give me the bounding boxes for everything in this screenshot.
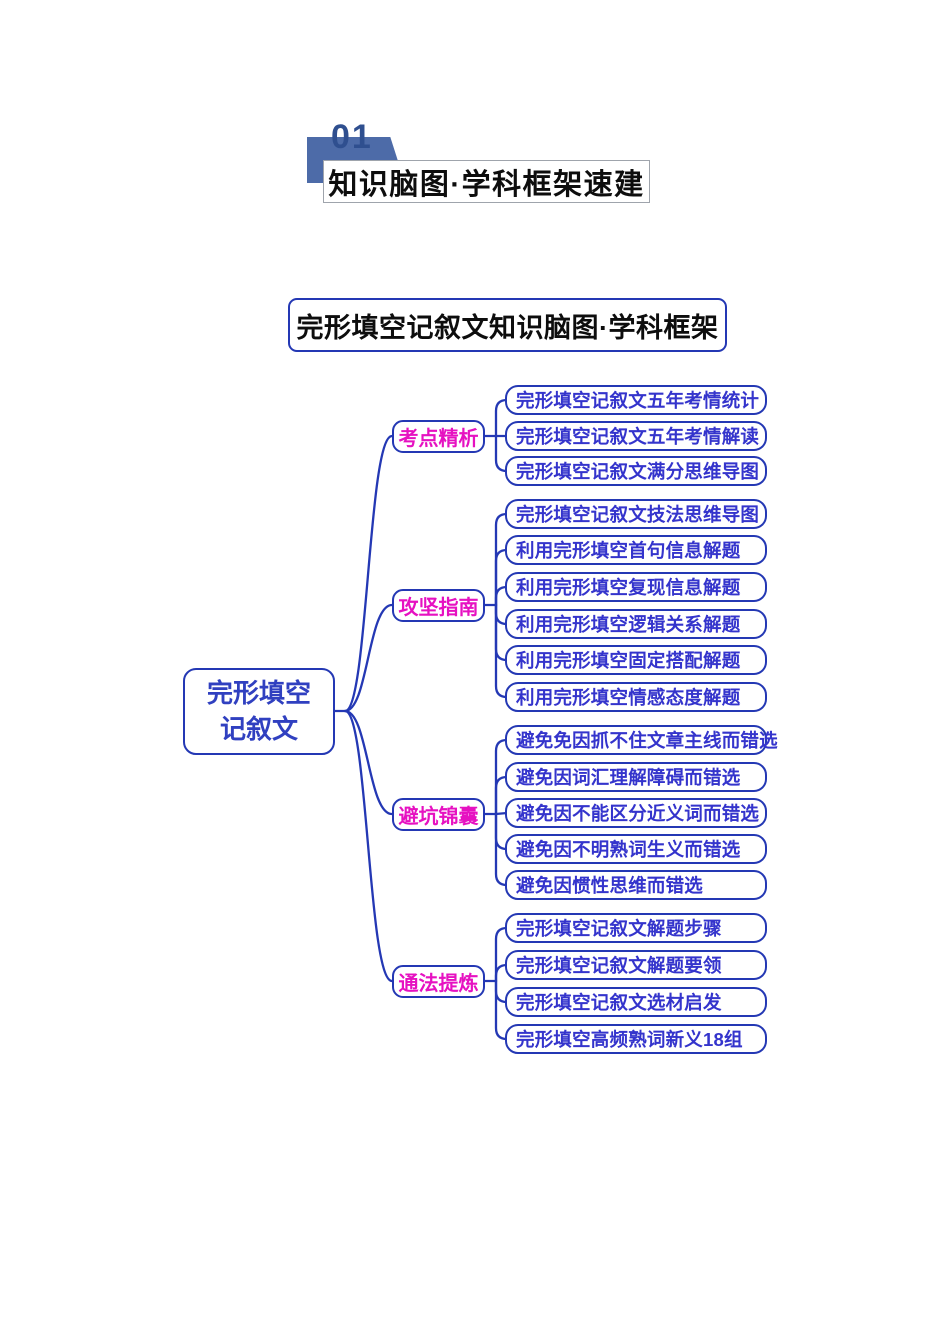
section-title-box: 知识脑图·学科框架速建: [323, 160, 650, 203]
leaf-node-label: 完形填空高频熟词新义18组: [516, 1029, 743, 1050]
leaf-node: 避免因不明熟词生义而错选: [505, 834, 767, 864]
branch-node-label: 避坑锦囊: [398, 805, 479, 828]
leaf-node-label: 完形填空记叙文五年考情解读: [516, 426, 760, 447]
diagram-title: 完形填空记叙文知识脑图·学科框架: [296, 312, 719, 343]
root-node-label: 完形填空 记叙文: [206, 678, 311, 744]
leaf-node-label: 完形填空记叙文满分思维导图: [516, 461, 760, 482]
leaf-node-label: 完形填空记叙文解题要领: [516, 955, 722, 976]
leaf-node: 完形填空记叙文解题步骤: [505, 913, 767, 943]
leaf-node: 避免免因抓不住文章主线而错选: [505, 725, 778, 755]
leaf-node: 避免因不能区分近义词而错选: [505, 798, 767, 828]
leaf-node-label: 完形填空记叙文解题步骤: [516, 918, 722, 939]
leaf-node: 避免因词汇理解障碍而错选: [505, 762, 767, 792]
leaf-node-label: 利用完形填空情感态度解题: [516, 687, 741, 708]
leaf-node: 完形填空记叙文五年考情统计: [505, 385, 767, 415]
leaf-node: 利用完形填空固定搭配解题: [505, 645, 767, 675]
leaf-node-label: 利用完形填空复现信息解题: [516, 577, 741, 598]
leaf-node: 完形填空记叙文五年考情解读: [505, 421, 767, 451]
leaf-node-label: 利用完形填空逻辑关系解题: [516, 614, 741, 635]
section-title: 知识脑图·学科框架速建: [328, 168, 645, 201]
leaf-node: 利用完形填空复现信息解题: [505, 572, 767, 602]
leaf-node: 完形填空记叙文解题要领: [505, 950, 767, 980]
diagram-title-box: 完形填空记叙文知识脑图·学科框架: [288, 298, 727, 352]
leaf-node-label: 避免免因抓不住文章主线而错选: [516, 730, 778, 751]
branch-node: 攻坚指南: [392, 588, 485, 622]
leaf-node-label: 利用完形填空首句信息解题: [516, 540, 741, 561]
leaf-node-label: 避免因惯性思维而错选: [516, 875, 704, 896]
leaf-node-label: 避免因不能区分近义词而错选: [516, 803, 760, 824]
leaf-node: 利用完形填空逻辑关系解题: [505, 609, 767, 639]
root-node: 完形填空 记叙文: [183, 668, 335, 755]
leaf-node: 完形填空记叙文选材启发: [505, 987, 767, 1017]
leaf-node: 完形填空记叙文技法思维导图: [505, 499, 767, 529]
leaf-node-label: 利用完形填空固定搭配解题: [516, 650, 741, 671]
branch-node-label: 通法提炼: [398, 972, 479, 995]
leaf-node-label: 避免因词汇理解障碍而错选: [516, 767, 741, 788]
leaf-node-label: 完形填空记叙文选材启发: [516, 992, 722, 1013]
leaf-node-label: 完形填空记叙文技法思维导图: [516, 504, 760, 525]
leaf-node: 避免因惯性思维而错选: [505, 870, 767, 900]
branch-node-label: 攻坚指南: [398, 596, 479, 619]
leaf-node: 利用完形填空情感态度解题: [505, 682, 767, 712]
branch-node: 通法提炼: [392, 964, 485, 998]
leaf-node: 完形填空高频熟词新义18组: [505, 1024, 767, 1054]
leaf-node: 利用完形填空首句信息解题: [505, 535, 767, 565]
leaf-node-label: 避免因不明熟词生义而错选: [516, 839, 741, 860]
branch-node-label: 考点精析: [398, 427, 479, 450]
branch-node: 考点精析: [392, 419, 485, 453]
branch-node: 避坑锦囊: [392, 797, 485, 831]
section-number: 01: [331, 118, 373, 156]
leaf-node: 完形填空记叙文满分思维导图: [505, 456, 767, 486]
leaf-node-label: 完形填空记叙文五年考情统计: [516, 390, 760, 411]
